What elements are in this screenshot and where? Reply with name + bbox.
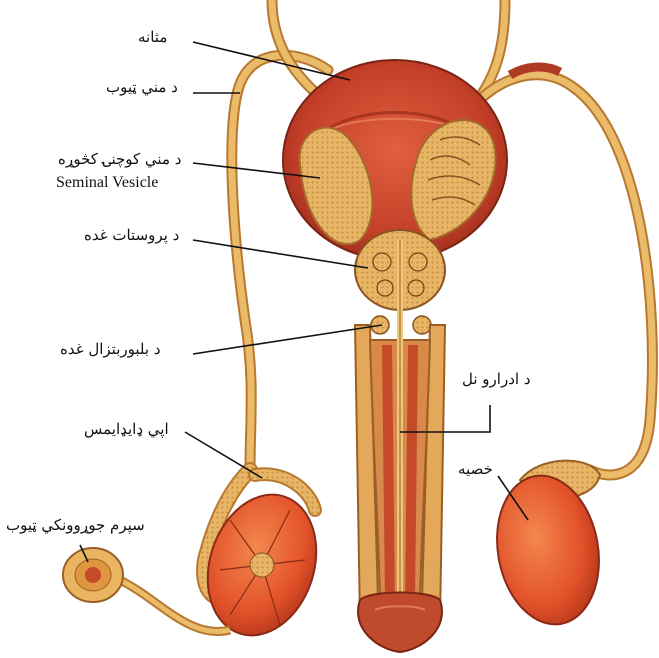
label-testis: خصيه	[458, 460, 493, 478]
testis-right	[486, 467, 611, 632]
label-epididymis: اپي ډايډايمس	[84, 420, 169, 438]
label-bladder: مثانه	[138, 28, 167, 46]
label-seminal-vesicle-en: Seminal Vesicle	[56, 174, 158, 192]
glans	[358, 593, 442, 653]
label-prostate: د پروستات غده	[84, 226, 179, 244]
label-vas-deferens: د مني ټيوب	[106, 78, 178, 96]
label-seminiferous-tubule: سپرم جوړوونکي ټيوب	[6, 516, 145, 534]
label-urethra: د ادرارو نل	[462, 370, 531, 388]
label-seminal-vesicle: د مني کوچنۍ کڅوړه	[58, 150, 181, 168]
label-bulbourethral: د بلبوربتزال غده	[60, 340, 161, 358]
bulbourethral-gland-right	[413, 316, 431, 334]
